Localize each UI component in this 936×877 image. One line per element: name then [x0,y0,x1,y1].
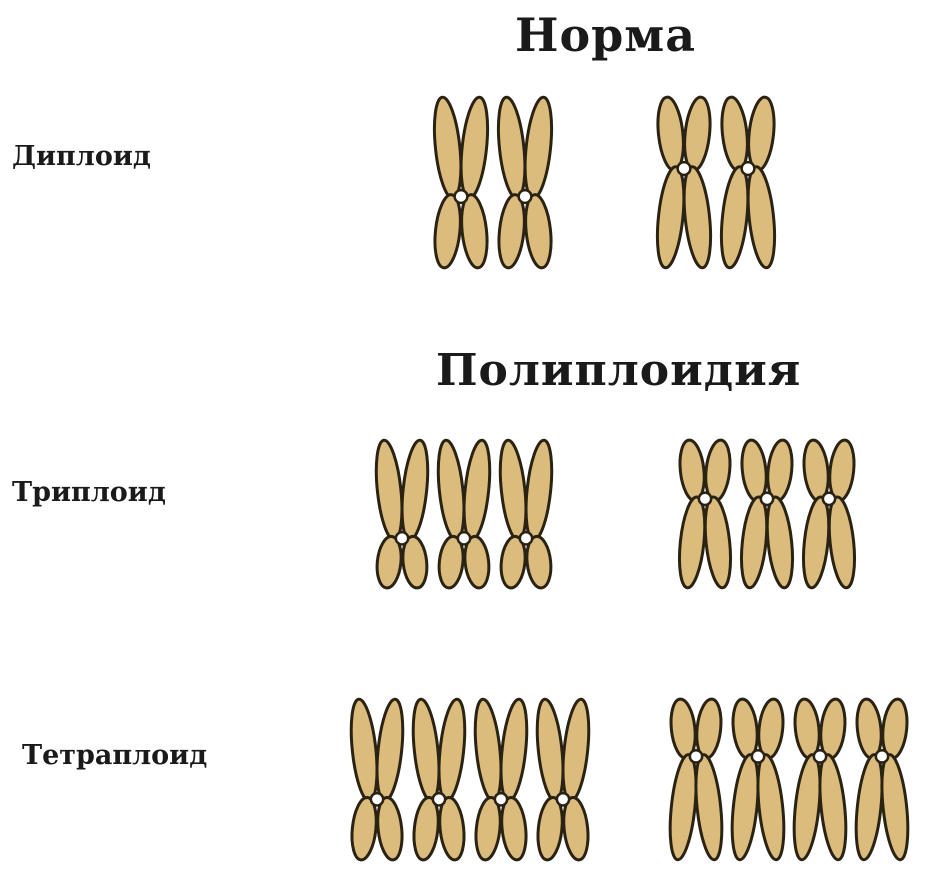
chromosome-set-tetraploid-short-arm [666,698,912,861]
centromere [876,750,888,762]
centromere [520,532,532,544]
chromosome-icon [676,439,735,589]
chromosome-set-triploid-short-arm [676,439,859,589]
chromosome-icon [430,96,492,269]
centromere [690,750,702,762]
chromosome-set-diploid-long-arm [430,96,556,269]
chromosome-set-diploid-short-arm [653,96,779,269]
centromere [371,793,383,805]
chromosome-icon [471,698,531,861]
chromosome-icon [666,698,726,861]
centromere [557,793,569,805]
centromere [458,532,470,544]
chromosome-set-tetraploid-long-arm [347,698,593,861]
chromosome-icon [434,439,494,589]
centromere [814,750,826,762]
centromere [678,162,691,175]
centromere [433,793,445,805]
chromosome-icon [790,698,850,861]
chromosome-icon [717,96,779,269]
chromosome-icon [533,698,593,861]
chromosome-icon [494,96,556,269]
chromosome-icon [409,698,469,861]
centromere [752,750,764,762]
chromosome-icon [800,439,859,589]
chromosome-icon [496,439,556,589]
centromere [396,532,408,544]
centromere [519,190,532,203]
chromosome-icon [653,96,715,269]
chromosome-icon [852,698,912,861]
chromosome-set-triploid-long-arm [372,439,556,589]
centromere [455,190,468,203]
chromosome-icon [738,439,797,589]
centromere [699,493,711,505]
chromosome-icon [728,698,788,861]
centromere [495,793,507,805]
chromosome-icon [372,439,432,589]
centromere [761,493,773,505]
centromere [823,493,835,505]
centromere [742,162,755,175]
chromosome-icon [347,698,407,861]
